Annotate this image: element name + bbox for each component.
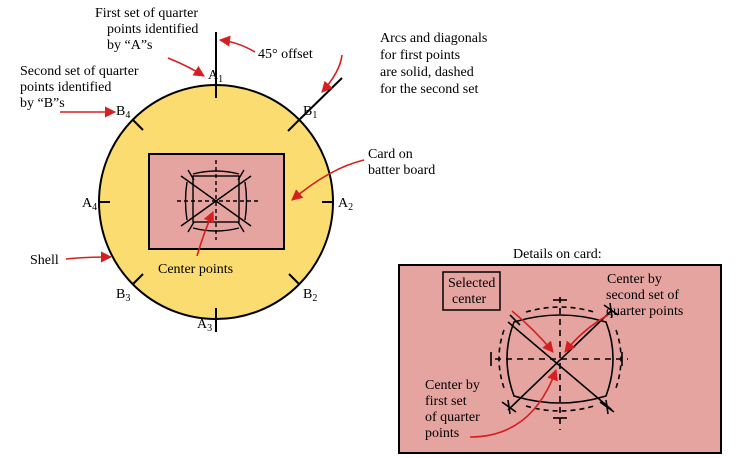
center-first-label: Center by first set of quarter points xyxy=(425,378,483,441)
card-note: Card on batter board xyxy=(368,147,435,178)
small-center-construction xyxy=(177,160,259,240)
selected-center-box xyxy=(442,271,501,311)
point-label-a2: A2 xyxy=(338,196,353,213)
point-label-b1: B1 xyxy=(303,104,317,121)
quarter-point-ticks xyxy=(99,32,343,332)
large-center-construction xyxy=(490,297,628,430)
details-title: Details on card: xyxy=(513,247,602,262)
point-label-a3: A3 xyxy=(197,317,212,334)
center-points-label: Center points xyxy=(158,262,233,277)
arcs-note: Arcs and diagonals for first points are … xyxy=(380,31,491,97)
shell-label: Shell xyxy=(30,253,59,268)
offset-note: 45° offset xyxy=(258,47,313,62)
point-label-a1: A1 xyxy=(208,68,223,85)
arrows-main xyxy=(60,35,365,263)
center-second-label: Center by second set of quarter points xyxy=(606,272,683,319)
selected-center-label: Selected center xyxy=(448,276,499,307)
first-set-note: First set of quarter points identified b… xyxy=(95,6,202,53)
arrows-details xyxy=(469,310,609,438)
point-label-b3: B3 xyxy=(116,287,130,304)
point-label-a4: A4 xyxy=(82,196,97,213)
second-set-note: Second set of quarter points identified … xyxy=(20,64,142,111)
point-label-b4: B4 xyxy=(116,104,130,121)
point-label-b2: B2 xyxy=(303,287,317,304)
